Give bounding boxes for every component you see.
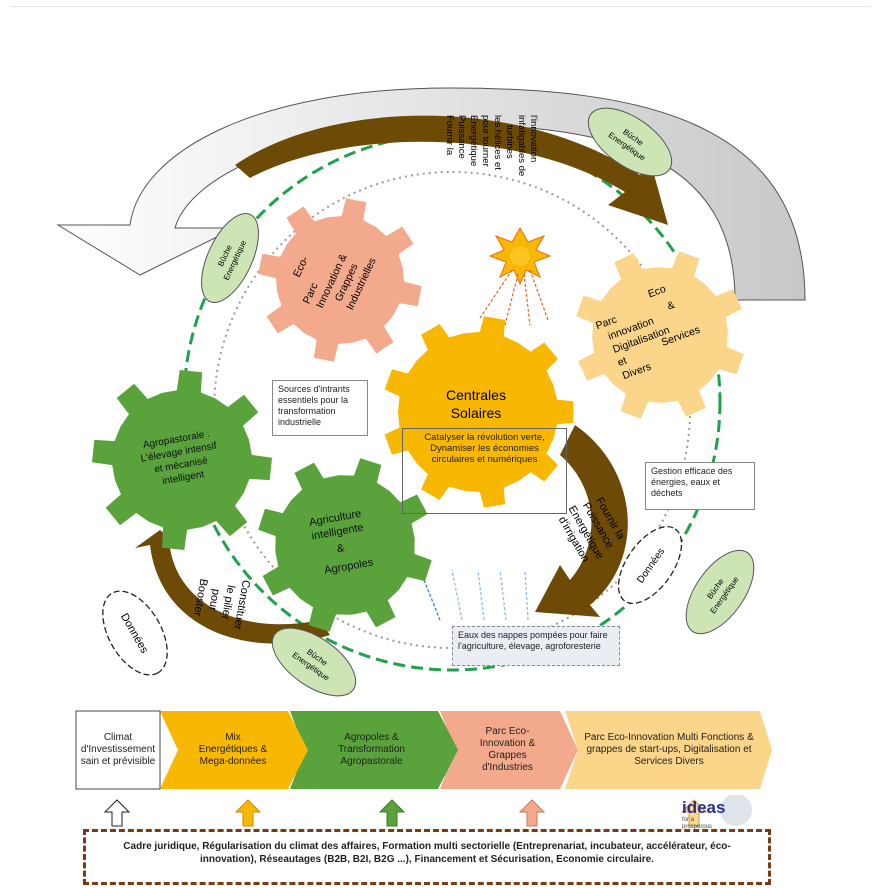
svg-text:et: et — [616, 355, 628, 369]
svg-text:Puissance: Puissance — [456, 115, 467, 159]
band-agropoles: Agropoles & Transformation Agropastorale — [305, 711, 438, 789]
ideas-logo: ideas for a prosperous — [676, 795, 770, 829]
agropastoral-gear — [92, 370, 272, 550]
irrigation-brown-arrow — [535, 425, 628, 617]
svg-text:Energétique: Energétique — [468, 115, 479, 166]
svg-text:Solaires: Solaires — [451, 405, 502, 421]
data-badge-right: Données — [617, 525, 683, 605]
data-badge-left: Données — [102, 590, 168, 676]
booster-brown-arrow — [135, 530, 330, 644]
bioenergy-badge-bottom: Bûche Energétique — [271, 627, 357, 697]
solar-gear — [384, 316, 574, 508]
ideas-logo-graphic: ideas for a prosperous — [682, 795, 752, 829]
footer-enablers-box: Cadre juridique, Régularisation du clima… — [83, 829, 771, 885]
top-brown-arrow — [235, 115, 668, 225]
band-climat-label: Climat d'Investissement sain et prévisib… — [80, 732, 156, 767]
svg-text:infatigables de: infatigables de — [516, 115, 527, 176]
bioenergy-badge-top-right: Bûche Energétique — [587, 107, 673, 177]
svg-text:for a: for a — [682, 817, 695, 823]
band-parc-multi-label: Parc Eco-Innovation Multi Fonctions & gr… — [584, 732, 754, 767]
band-climat: Climat d'Investissement sain et prévisib… — [76, 711, 160, 789]
nappes-note: Eaux des nappes pompées pour faire l'agr… — [452, 626, 620, 666]
gestion-note: Gestion efficace des énergies, eaux et d… — [645, 462, 755, 510]
agriculture-gear — [258, 458, 432, 632]
svg-text:prosperous: prosperous — [682, 824, 712, 829]
footer-text: Cadre juridique, Régularisation du clima… — [123, 841, 731, 865]
band-parc-multi: Parc Eco-Innovation Multi Fonctions & gr… — [578, 711, 760, 789]
bioenergy-badge-right: Bûche Energétique — [685, 549, 755, 635]
svg-text:pour: pour — [206, 588, 222, 612]
svg-text:l'innovation: l'innovation — [528, 115, 539, 162]
nappes-text: Eaux des nappes pompées pour faire l'agr… — [458, 630, 608, 651]
intrants-note: Sources d'intrants essentiels pour la tr… — [272, 380, 368, 436]
eco-industrial-gear — [258, 198, 422, 362]
svg-text:pour tourner: pour tourner — [480, 115, 491, 167]
svg-text:&: & — [666, 299, 677, 313]
band-mix: Mix Energétiques & Mega-données — [178, 711, 288, 789]
svg-text:&: & — [336, 542, 346, 555]
eco-digital-gear — [576, 251, 744, 419]
svg-text:Eco: Eco — [646, 283, 667, 301]
band-parc-industries-label: Parc Eco-Innovation & Grappes d'Industri… — [479, 726, 536, 773]
band-parc-industries: Parc Eco-Innovation & Grappes d'Industri… — [455, 711, 560, 789]
sun-icon — [479, 226, 552, 326]
svg-text:ideas: ideas — [682, 798, 725, 817]
top-divider — [10, 6, 871, 7]
top-power-text: Fournir la Puissance Energétique pour to… — [444, 115, 539, 176]
svg-text:les hélices et: les hélices et — [492, 115, 503, 170]
band-mix-label: Mix Energétiques & Mega-données — [198, 732, 268, 767]
solar-description-box: Catalyser la révolution verte, Dynamiser… — [402, 428, 567, 514]
solar-gear-title: Centrales Solaires — [446, 387, 506, 421]
intrants-text: Sources d'intrants essentiels pour la tr… — [278, 384, 350, 427]
bioenergy-badge-left: Bûche Energétique — [201, 213, 259, 303]
svg-text:turbines: turbines — [504, 125, 515, 159]
solar-description: Catalyser la révolution verte, Dynamiser… — [424, 432, 545, 465]
gestion-text: Gestion efficace des énergies, eaux et d… — [651, 466, 733, 498]
svg-text:Centrales: Centrales — [446, 387, 506, 403]
water-arrows — [419, 569, 529, 621]
svg-text:Fournir la: Fournir la — [444, 115, 455, 156]
band-agropoles-label: Agropoles & Transformation Agropastorale — [338, 732, 405, 767]
